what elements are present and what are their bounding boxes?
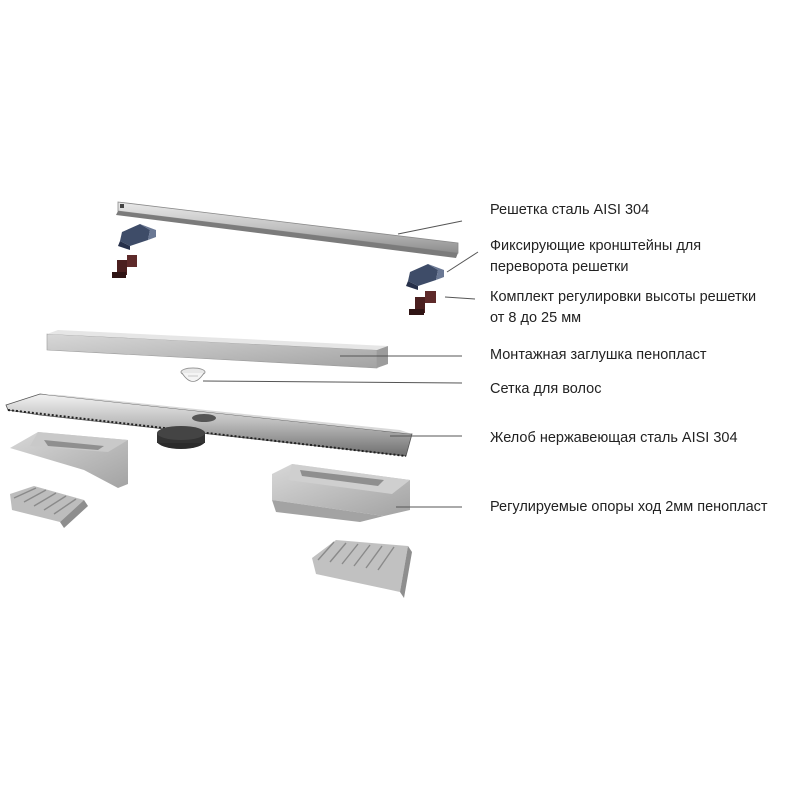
height-piece-right — [409, 291, 436, 315]
leader-hair-mesh — [202, 380, 463, 384]
label-hair-mesh: Сетка для волос — [490, 381, 602, 397]
label-grate: Решетка сталь AISI 304 — [490, 202, 650, 218]
label-height-kit-line1: Комплект регулировки высоты решетки — [490, 289, 757, 305]
support-left-wedge — [10, 486, 88, 528]
bracket-left — [118, 224, 156, 250]
support-right-wedge — [312, 540, 412, 598]
mounting-cap-part — [46, 330, 388, 369]
leader-grate — [397, 220, 463, 235]
leader-brackets — [446, 251, 479, 273]
fixing-brackets — [118, 224, 444, 290]
label-channel: Желоб нержавеющая сталь AISI 304 — [490, 430, 738, 446]
label-brackets-line1: Фиксирующие кронштейны для — [490, 238, 702, 254]
label-mounting-cap: Монтажная заглушка пенопласт — [490, 347, 707, 363]
support-left-top — [10, 432, 128, 488]
label-brackets-line2: переворота решетки — [490, 259, 629, 275]
leader-lines — [202, 220, 479, 508]
height-piece-left — [112, 255, 137, 278]
label-height-kit-line2: от 8 до 25 мм — [490, 310, 582, 326]
leader-height-kit — [444, 296, 476, 300]
bracket-right — [406, 264, 444, 290]
channel-part — [5, 393, 413, 457]
grate-part — [116, 201, 459, 258]
support-right-top — [272, 464, 410, 522]
height-adjust-kit — [112, 255, 436, 315]
label-supports: Регулируемые опоры ход 2мм пенопласт — [490, 499, 768, 515]
hair-mesh-part — [180, 367, 206, 382]
